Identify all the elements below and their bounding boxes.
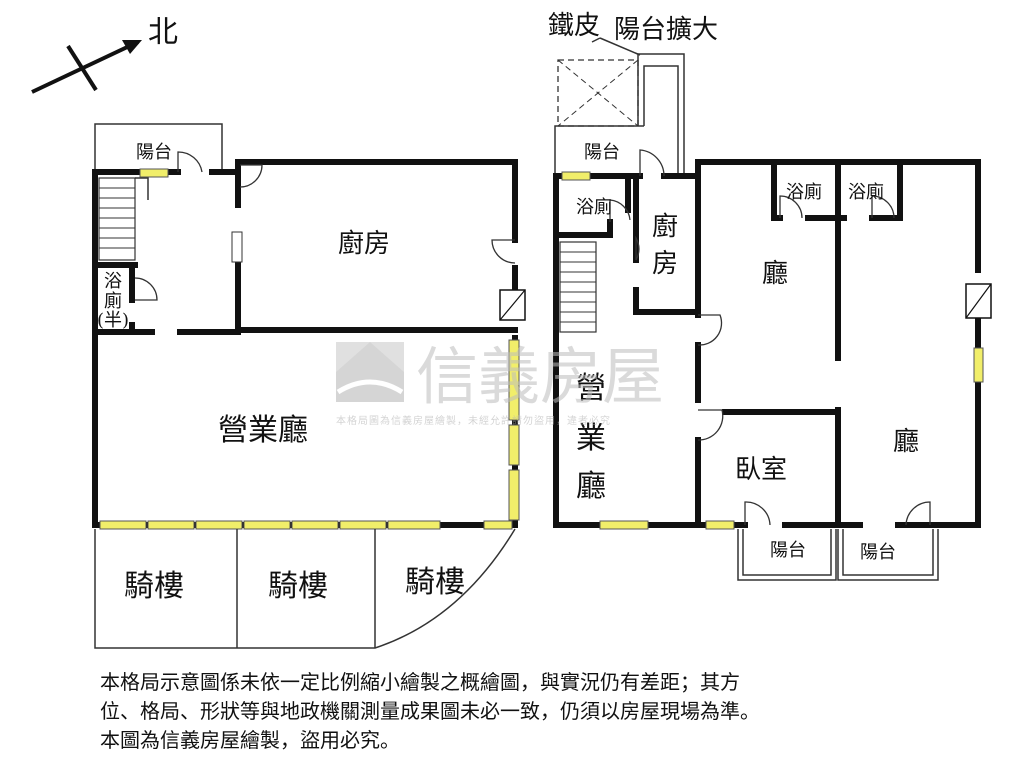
window	[973, 347, 984, 383]
door-balcony	[177, 151, 203, 173]
door-balcony-bedroom	[744, 501, 771, 526]
window	[147, 520, 195, 530]
compass-arrow-icon	[122, 40, 142, 54]
room-balcony-bottom-2: 陽台	[860, 542, 896, 563]
room-bath-label-2: 廁	[104, 290, 122, 312]
door-bedroom	[697, 409, 724, 441]
disclaimer-line-1: 本格局示意圖係未依一定比例縮小繪製之概繪圖，與實況仍有差距；其方	[100, 670, 740, 694]
room-bath-left: 浴廁	[576, 196, 612, 218]
room-balcony-bottom-1: 陽台	[770, 540, 806, 561]
door-side	[491, 239, 516, 264]
room-business-1: 營	[576, 371, 606, 406]
room-kitchen-2: 房	[652, 249, 678, 279]
stairs	[98, 177, 149, 261]
room-arcade-2: 騎樓	[268, 569, 328, 604]
window	[195, 520, 243, 530]
door-kitchen	[239, 164, 263, 188]
floor-left: 陽台 廚房 浴 廁 (半) 營業廳 騎樓 騎樓 騎樓	[92, 123, 526, 649]
window	[99, 520, 147, 530]
balcony-top-outline	[554, 125, 644, 176]
watermark: 信義房屋 本格局圖為信義房屋繪製，未經允許請勿盜用，違者必究	[336, 340, 664, 427]
door-bath-b	[871, 195, 895, 219]
room-arcade-1: 騎樓	[124, 569, 184, 604]
room-balcony: 陽台	[136, 142, 172, 163]
balcony-outline	[94, 123, 223, 172]
disclaimer-notes: 本格局示意圖係未依一定比例縮小繪製之概繪圖，與實況仍有差距；其方 位、格局、形狀…	[100, 668, 1000, 755]
window	[508, 424, 520, 466]
window	[139, 168, 169, 178]
door-balcony-top	[639, 149, 665, 177]
room-bath-label-3: (半)	[97, 310, 129, 331]
window	[508, 469, 520, 521]
room-hall-1: 廳	[762, 259, 788, 289]
room-bath-label-1: 浴	[104, 271, 122, 292]
window	[291, 520, 339, 530]
watermark-brand: 信義房屋	[416, 340, 664, 413]
room-business-hall: 營業廳	[218, 413, 308, 448]
balcony-bottom-right	[837, 529, 939, 581]
disclaimer-line-2: 位、格局、形狀等與地政機關測量成果圖未必一致，仍須以房屋現場為準。	[100, 699, 760, 723]
balcony-bottom-left	[737, 529, 837, 581]
door-hall	[697, 314, 723, 346]
window	[387, 520, 441, 530]
window	[508, 339, 520, 421]
window	[339, 520, 387, 530]
window	[243, 520, 291, 530]
window	[599, 520, 649, 530]
compass-crossbar	[66, 44, 98, 92]
outer-wall	[553, 173, 601, 528]
compass-north-label: 北	[148, 15, 178, 50]
room-bath-b: 浴廁	[848, 181, 884, 203]
door-bath-a	[779, 195, 803, 219]
room-kitchen: 廚房	[338, 229, 390, 259]
disclaimer-line-3: 本圖為信義房屋繪製，盜用必究。	[100, 728, 400, 752]
room-balcony-top: 陽台	[584, 142, 620, 163]
floor-right: 鐵皮 陽台擴大	[548, 11, 992, 581]
window	[705, 520, 735, 530]
compass-needle	[31, 40, 139, 94]
watermark-tagline: 本格局圖為信義房屋繪製，未經允許請勿盜用，違者必究	[336, 414, 611, 427]
room-business-3: 廳	[576, 469, 606, 504]
annotation-iron-sheet: 鐵皮	[548, 11, 600, 41]
room-kitchen-1: 廚	[652, 212, 678, 242]
room-bedroom: 臥室	[735, 455, 787, 485]
door-bath	[134, 277, 158, 301]
compass: 北	[31, 15, 178, 94]
room-hall-2: 廳	[893, 427, 919, 457]
room-arcade-3: 騎樓	[405, 565, 465, 600]
stairs	[559, 241, 597, 333]
room-bath-a: 浴廁	[786, 181, 822, 203]
room-business-2: 業	[576, 421, 606, 456]
door-balcony-hall	[905, 501, 931, 526]
window	[483, 520, 513, 530]
annotation-balcony-expand: 陽台擴大	[614, 15, 718, 45]
window	[561, 171, 591, 181]
door-bath-left	[609, 199, 631, 222]
